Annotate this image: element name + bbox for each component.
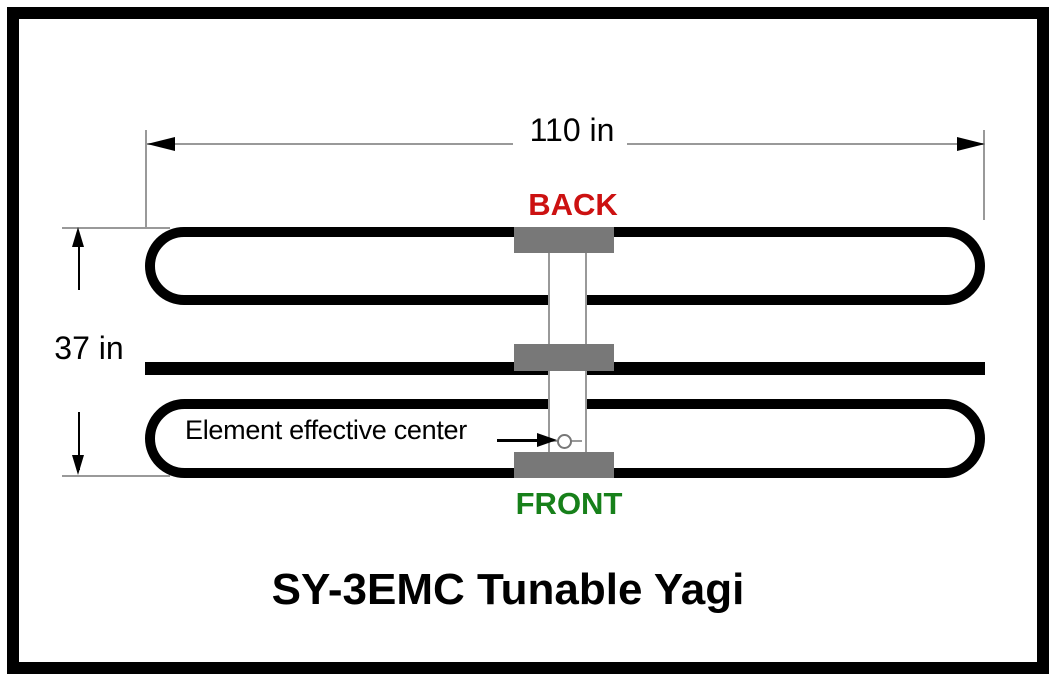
arrowhead-down-icon [72,455,84,475]
arrowhead-up-icon [72,227,84,247]
clamp-middle [514,344,614,371]
width-dimension-label: 110 in [521,112,623,149]
extension-line-top [62,227,170,229]
effective-center-marker-icon [557,434,572,449]
diagram-title: SY-3EMC Tunable Yagi [271,565,745,614]
height-dimension-line-top-segment [78,234,80,290]
leader-arrow-shaft [497,439,539,442]
extension-line-right [983,130,985,220]
arrowhead-right-icon [957,137,985,151]
width-dimension-line-left-segment [147,143,513,145]
arrowhead-left-icon [147,137,175,151]
extension-line-bottom [62,475,170,477]
extension-line-left [145,130,147,227]
height-dimension-label: 37 in [54,330,124,367]
width-dimension-line-right-segment [627,143,985,145]
effective-center-label: Element effective center [185,415,467,445]
height-dimension-line-bottom-segment [78,412,80,470]
clamp-front [514,452,614,478]
diagram-border [7,7,1049,674]
clamp-back [514,227,614,253]
back-orientation-label: BACK [528,187,618,222]
leader-arrowhead-icon [537,433,557,447]
front-orientation-label: FRONT [515,486,623,521]
